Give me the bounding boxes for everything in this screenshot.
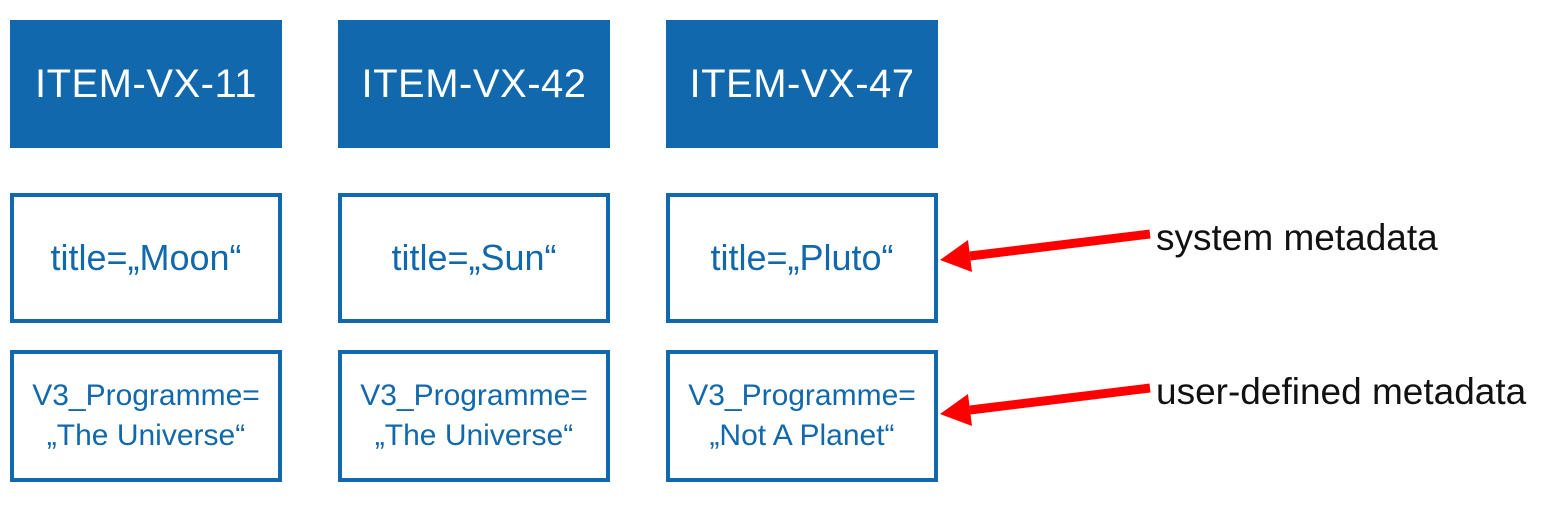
- item-id-box: ITEM-VX-42: [338, 20, 610, 148]
- user-metadata-key: V3_Programme=: [360, 379, 588, 412]
- system-metadata-box: title=„Pluto“: [666, 193, 938, 323]
- system-metadata-arrow: [940, 229, 1151, 272]
- item-id-box: ITEM-VX-47: [666, 20, 938, 148]
- item-column-1: ITEM-VX-11 title=„Moon“ V3_Programme= „T…: [10, 0, 282, 528]
- system-metadata-value: title=„Sun“: [391, 237, 557, 278]
- user-metadata-box: V3_Programme= „The Universe“: [338, 350, 610, 482]
- user-metadata-box: V3_Programme= „Not A Planet“: [666, 350, 938, 482]
- user-metadata-key: V3_Programme=: [688, 379, 916, 412]
- user-defined-metadata-arrow: [940, 383, 1151, 426]
- system-metadata-value: title=„Pluto“: [710, 237, 894, 278]
- system-metadata-value: title=„Moon“: [50, 237, 242, 278]
- user-metadata-box: V3_Programme= „The Universe“: [10, 350, 282, 482]
- system-metadata-box: title=„Moon“: [10, 193, 282, 323]
- system-metadata-box: title=„Sun“: [338, 193, 610, 323]
- user-metadata-value: „Not A Planet“: [709, 419, 895, 452]
- item-column-3: ITEM-VX-47 title=„Pluto“ V3_Programme= „…: [666, 0, 938, 528]
- item-id-box: ITEM-VX-11: [10, 20, 282, 148]
- user-defined-metadata-label: user-defined metadata: [1156, 371, 1527, 412]
- item-column-2: ITEM-VX-42 title=„Sun“ V3_Programme= „Th…: [338, 0, 610, 528]
- system-metadata-label: system metadata: [1156, 217, 1438, 258]
- user-metadata-key: V3_Programme=: [32, 379, 260, 412]
- user-metadata-value: „The Universe“: [374, 419, 574, 452]
- user-metadata-value: „The Universe“: [46, 419, 246, 452]
